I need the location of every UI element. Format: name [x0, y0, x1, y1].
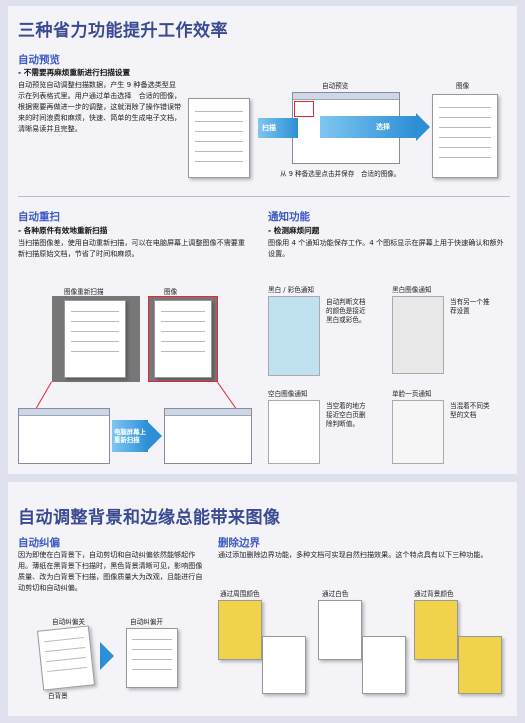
border-option-label: 通过背景颜色 [414, 590, 454, 598]
border-option-source [414, 600, 458, 660]
notify-body: 图像用 4 个通知功能保存工作。4 个图标显示在屏幕上用于快速确认和额外设置。 [268, 238, 504, 258]
rescan-subheading: - 各种原件有效地重新扫描 [18, 226, 108, 235]
scan-arrow: 扫描 [258, 118, 298, 138]
rescan-heading: 自动重扫 [18, 211, 60, 223]
notify-item-desc: 当空着的地方接近空白页删除判断值。 [326, 402, 366, 428]
notify-subheading: - 检测麻烦问题 [268, 226, 320, 235]
notify-blank-image [268, 400, 320, 464]
preview-source-document [188, 98, 250, 178]
border-option-result [458, 636, 502, 694]
rescan-arrow: 电脑屏幕上重新扫描 [112, 420, 148, 452]
deskew-arrow [100, 642, 114, 670]
border-option-source [218, 600, 262, 660]
deskew-off-document [37, 625, 95, 691]
preview-result-document [432, 94, 498, 178]
notify-item-title: 黑白 / 彩色通知 [268, 286, 314, 294]
border-option-source [318, 600, 362, 660]
preview-subheading: - 不需要再麻烦重新进行扫描设置 [18, 68, 131, 77]
notify-mixed-image [392, 400, 444, 464]
section-divider-1 [18, 196, 510, 197]
rescan-after-document [154, 300, 212, 378]
notify-item-desc: 自动判断文档的颜色是接近黑白或彩色。 [326, 298, 366, 324]
white-background-label: 白背景 [48, 692, 68, 700]
notify-color-image [268, 296, 320, 376]
preview-selection-highlight [294, 101, 314, 117]
notify-item-title: 空白图像通知 [268, 390, 308, 398]
deskew-on-document [126, 628, 178, 688]
deskew-heading: 自动纠偏 [18, 537, 60, 549]
rescan-result-window [164, 408, 252, 464]
notify-item-title: 单脸一页通知 [392, 390, 432, 398]
border-body: 通过添加删除边界功能，多种文档可实现自然扫描效果。这个特点具有以下三种功能。 [218, 550, 488, 559]
border-option-result [362, 636, 406, 694]
select-arrow-tip [416, 113, 430, 141]
border-option-result [262, 636, 306, 694]
bottom-title: 自动调整背景和边缘总能带来图像 [18, 508, 281, 528]
deskew-on-label: 自动纠偏开 [130, 618, 163, 626]
rescan-before-document [64, 300, 126, 378]
page-title: 三种省力功能提升工作效率 [18, 21, 228, 41]
border-option-label: 通过白色 [322, 590, 349, 598]
select-arrow-label: 选择 [376, 123, 390, 131]
preview-heading: 自动预览 [18, 54, 60, 66]
deskew-body: 因为即使在白背景下，自动剪切和自动纠偏依然能够起作用。薄纸在黑背景下扫描时，黑色… [18, 550, 203, 592]
border-option-label: 通过周围颜色 [220, 590, 260, 598]
deskew-off-label: 自动纠偏关 [52, 618, 85, 626]
notify-item-desc: 当混着不同类型的文档 [450, 402, 490, 419]
preview-image-label: 图像 [456, 82, 470, 90]
preview-caption: 从 9 种备选里点击并保存 合适的图像。 [280, 170, 401, 178]
select-arrow: 选择 [320, 116, 416, 138]
preview-label: 自动预览 [322, 82, 349, 90]
notify-bw-image [392, 296, 444, 374]
notify-item-desc: 当有另一个推荐设置 [450, 298, 490, 315]
top-panel [8, 6, 517, 474]
scan-arrow-label: 扫描 [262, 124, 276, 132]
rescan-thumbnail-window [18, 408, 110, 464]
rescan-body: 当扫描图像差，使用自动重新扫描，可以在电脑屏幕上调整图像不需要重新扫描原始文档，… [18, 238, 245, 258]
rescan-image-label: 图像重新扫描 [64, 288, 104, 296]
rescan-arrow-label: 电脑屏幕上重新扫描 [114, 428, 146, 444]
preview-body: 自动预览自动调整扫描数据，产生 9 种备选类型显示在列表格式里。用户通过单击选择… [18, 80, 182, 133]
rescan-result-label: 图像 [164, 288, 178, 296]
notify-item-title: 黑白图像通知 [392, 286, 432, 294]
rescan-arrow-tip [148, 422, 162, 450]
border-heading: 删除边界 [218, 537, 260, 549]
notify-heading: 通知功能 [268, 211, 310, 223]
